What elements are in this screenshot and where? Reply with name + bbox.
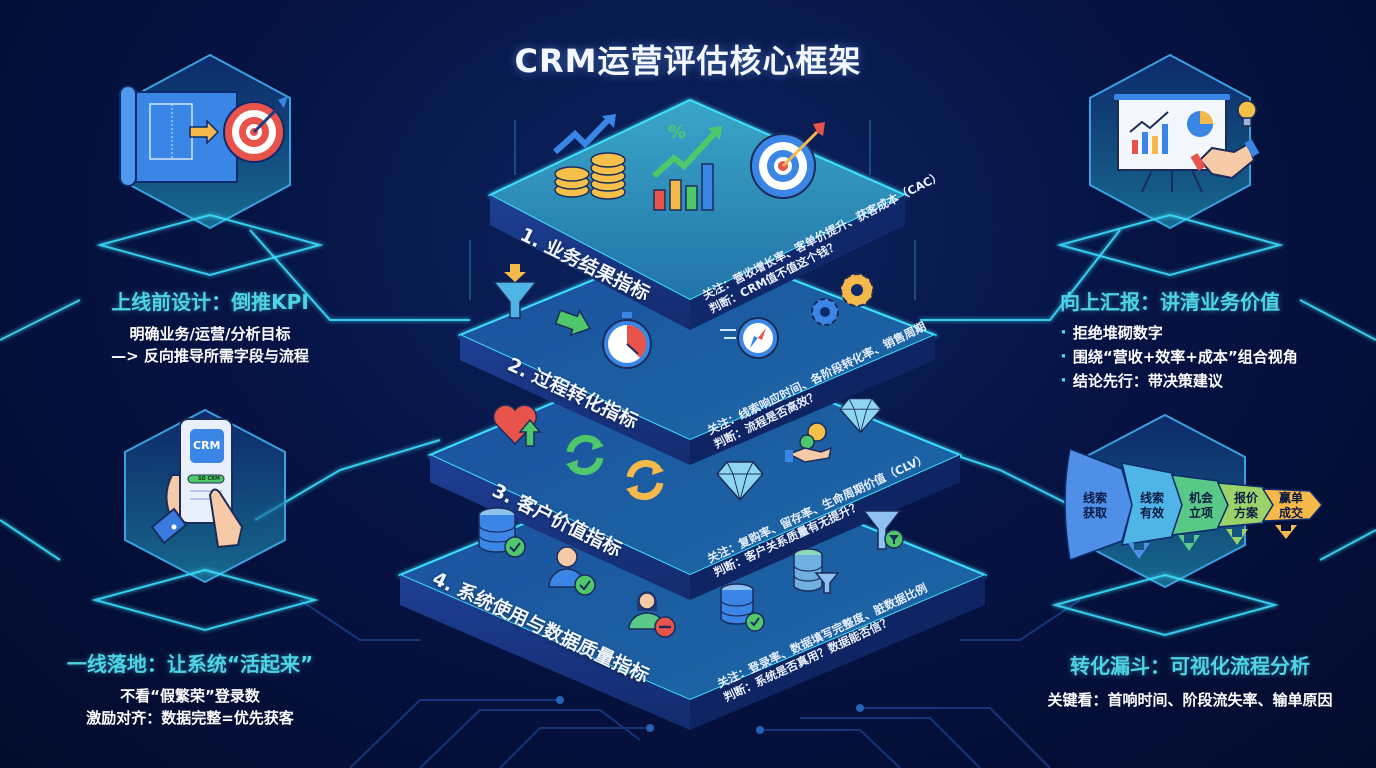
blueprint-target-icon — [119, 85, 288, 187]
pre-launch-line: 明确业务/运营/分析目标 — [129, 325, 291, 343]
hand-coin-icon — [785, 422, 833, 463]
database-check-icon — [478, 507, 526, 558]
speed-compass-icon — [720, 317, 779, 359]
executive-report-bullet: 拒绝堆砌数字 — [1060, 321, 1350, 345]
refresh-green-icon — [566, 434, 604, 476]
pre-launch-design-block: 上线前设计：倒推KPI 明确业务/运营/分析目标 —> 反向推导所需字段与流程 — [60, 286, 360, 367]
funnel-icon — [492, 264, 538, 319]
frontline-line: 不看“假繁荣”登录数 — [120, 687, 260, 705]
conversion-funnel-icon: 线索 获取 线索 有效 机会 立项 报价 方案 赢单 成交 — [1060, 445, 1330, 565]
refresh-orange-icon — [626, 459, 664, 501]
phone-app-label: CRM — [193, 439, 221, 452]
svg-text:%: % — [668, 122, 686, 143]
database-check-icon — [720, 583, 765, 632]
diamond-icon — [716, 461, 764, 502]
frontline-line: 激励对齐：数据完整=优先获客 — [86, 709, 294, 727]
heart-up-icon — [492, 404, 542, 447]
frontline-heading: 一线落地：让系统“活起来” — [66, 652, 314, 676]
executive-report-bullet: 结论先行：带决策建议 — [1060, 369, 1350, 393]
funnel-stage-quote: 报价 方案 — [1233, 491, 1258, 520]
user-check-icon — [548, 546, 596, 596]
phone-button-label: SD CRM — [198, 476, 220, 482]
frontline-adoption-block: 一线落地：让系统“活起来” 不看“假繁荣”登录数 激励对齐：数据完整=优先获客 — [20, 648, 360, 729]
percent-bar-chart-icon: % — [651, 122, 722, 211]
funnel-stage-won: 赢单 成交 — [1278, 491, 1303, 520]
executive-report-block: 向上汇报：讲清业务价值 拒绝堆砌数字 围绕“营收+效率+成本”组合视角 结论先行… — [1060, 286, 1350, 393]
conversion-funnel-block: 转化漏斗：可视化流程分析 关键看：首响时间、阶段流失率、输单原因 — [1020, 650, 1360, 711]
funnel-stage-opportunity: 机会 立项 — [1188, 491, 1213, 520]
lightbulb-icon — [1237, 100, 1257, 127]
page-title: CRM运营评估核心框架 — [514, 42, 862, 80]
green-arrow-icon — [555, 309, 592, 337]
stopwatch-icon — [602, 312, 652, 369]
gears-icon — [811, 273, 874, 326]
funnel-filter-icon — [862, 510, 904, 550]
target-dart-icon — [750, 122, 825, 199]
coins-growth-icon — [552, 114, 626, 200]
pre-launch-line: —> 反向推导所需字段与流程 — [111, 347, 309, 365]
funnel-stage-lead-acquisition: 线索 获取 — [1082, 491, 1107, 520]
user-remove-icon — [628, 591, 676, 638]
pre-launch-heading: 上线前设计：倒推KPI — [111, 290, 309, 314]
funnel-stage-lead-valid: 线索 有效 — [1139, 491, 1164, 520]
diamond-icon — [839, 397, 882, 435]
database-filter-icon — [793, 548, 840, 594]
conversion-funnel-heading: 转化漏斗：可视化流程分析 — [1070, 654, 1310, 678]
executive-report-heading: 向上汇报：讲清业务价值 — [1060, 290, 1280, 314]
presentation-handshake-icon — [1114, 94, 1260, 193]
executive-report-bullet: 围绕“营收+效率+成本”组合视角 — [1060, 345, 1350, 369]
phone-crm-hand-icon: CRM SD CRM — [150, 415, 270, 550]
conversion-funnel-line: 关键看：首响时间、阶段流失率、输单原因 — [1047, 691, 1333, 709]
